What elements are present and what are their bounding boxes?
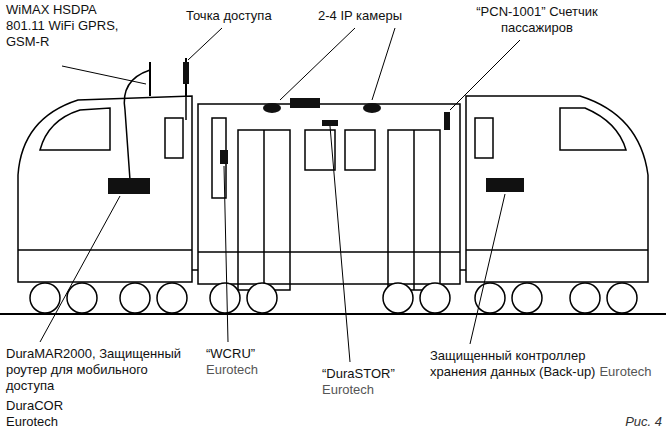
device-name: Защищенный контроллер хранения данных (B… [430,348,615,380]
camera-label: 2-4 IP камеры [318,8,438,24]
device-name: DuraCOR [6,398,106,414]
figure-caption: Рис. 4 [625,414,662,430]
vendor-name: Eurotech [599,364,651,380]
vendor-name: Eurotech [206,362,296,378]
device-name: DuraMAR2000, Защищенный роутер для мобил… [6,346,181,394]
device-name: “WCRU” [206,346,296,362]
device-name: “DuraSTOR” [322,366,422,382]
counter-label: “PCN-1001” Счетчик пассажиров [452,4,622,36]
vendor-name: Eurotech [6,414,106,430]
access-point-label: Точка доступа [186,8,296,24]
vendor-name: Eurotech [322,382,412,398]
network-list: WiMAX HSDPA 801.11 WiFi GPRS, GSM-R [6,2,126,50]
